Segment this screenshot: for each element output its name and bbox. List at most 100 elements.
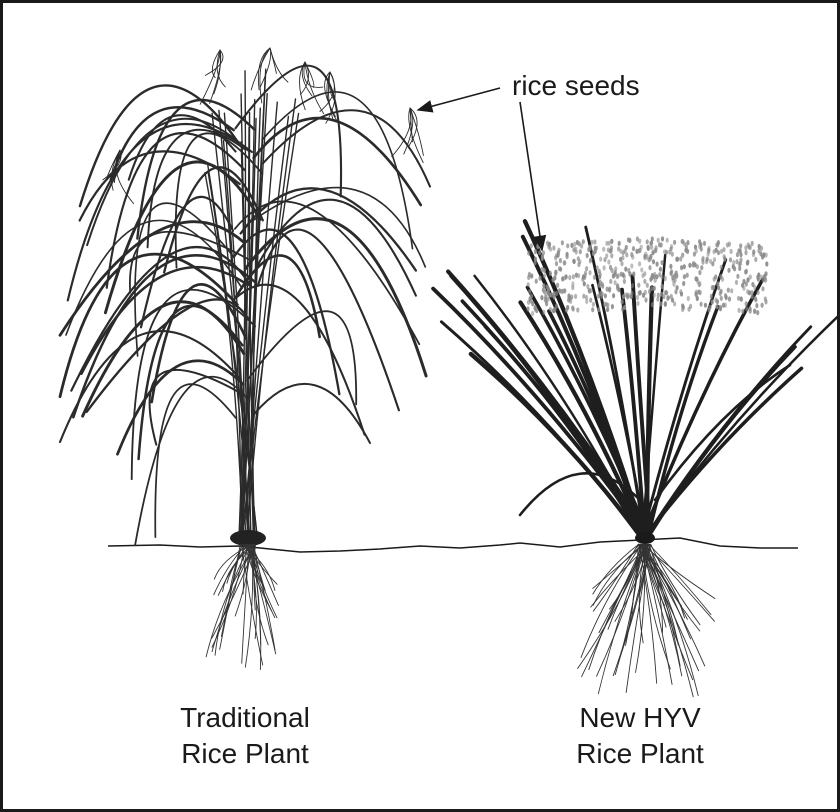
rice-grain — [529, 296, 532, 301]
rice-grain — [606, 307, 609, 312]
rice-grain — [549, 307, 552, 312]
rice-grain — [594, 246, 597, 251]
rice-grain — [664, 276, 667, 281]
rice-grain — [574, 247, 577, 252]
rice-grain — [683, 274, 686, 279]
rice-grain — [669, 264, 672, 269]
rice-grain — [698, 281, 701, 286]
rice-grain — [542, 250, 545, 255]
rice-grain — [736, 274, 739, 279]
rice-grain — [640, 267, 643, 272]
rice-grain — [617, 287, 620, 292]
rice-grain — [681, 239, 684, 244]
rice-grain — [610, 253, 613, 258]
rice-grain — [632, 246, 635, 251]
rice-grain — [622, 294, 625, 299]
rice-grain — [698, 270, 701, 275]
rice-grain — [659, 267, 662, 272]
rice-grain — [576, 240, 579, 245]
rice-grain — [599, 257, 602, 262]
rice-grain — [552, 245, 555, 250]
rice-grain — [736, 252, 739, 257]
hyv-plant-caption: New HYV Rice Plant — [540, 700, 740, 772]
rice-grain — [720, 249, 723, 254]
leaf — [60, 331, 239, 442]
rice-grain — [601, 282, 604, 287]
rice-grain — [558, 266, 561, 271]
rice-grain — [663, 249, 666, 254]
panicle — [217, 50, 225, 87]
panicle — [270, 48, 288, 82]
panicle — [200, 50, 220, 104]
rice-grain — [631, 283, 634, 288]
rice-grain — [670, 294, 673, 299]
rice-grain — [720, 265, 723, 270]
rice-grain — [593, 275, 596, 280]
rice-grain — [695, 290, 698, 295]
rice-grain — [591, 240, 594, 245]
rice-grain — [621, 299, 624, 304]
rice-grain — [597, 307, 600, 312]
rice-grain — [692, 261, 695, 266]
rice-grain — [555, 261, 558, 266]
rice-grain — [576, 307, 579, 312]
rice-grain — [635, 249, 638, 254]
rice-grain — [760, 246, 763, 251]
rice-grain — [709, 259, 712, 264]
rice-grain — [648, 265, 651, 270]
rice-grain — [588, 289, 591, 294]
rice-grain — [650, 275, 653, 280]
rice-grain — [748, 290, 751, 295]
rice-grain — [714, 274, 717, 279]
rice-grain — [708, 305, 711, 310]
rice-grain — [679, 289, 682, 294]
rice-grain — [643, 279, 646, 284]
rice-grain — [660, 292, 663, 297]
rice-grain — [603, 257, 606, 262]
rice-grain — [604, 293, 607, 298]
rice-grain — [527, 282, 530, 287]
rice-grain — [589, 298, 592, 303]
rice-grain — [556, 283, 559, 288]
rice-grain — [717, 285, 720, 290]
rice-grain — [687, 307, 690, 312]
rice-grain — [579, 249, 582, 254]
rice-grain — [716, 242, 719, 247]
rice-grain — [646, 239, 649, 244]
rice-grain — [538, 250, 541, 255]
rice-grain — [673, 240, 676, 245]
rice-grain — [729, 257, 732, 262]
rice-grain — [643, 254, 646, 259]
rice-grain — [754, 257, 757, 262]
rice-grain — [566, 243, 569, 248]
rice-grain — [650, 286, 653, 291]
rice-grain — [699, 242, 702, 247]
rice-grain — [568, 275, 571, 280]
traditional-rice-roots — [206, 544, 279, 670]
rice-grain — [575, 273, 578, 278]
rice-grain — [572, 274, 575, 279]
rice-grain — [538, 276, 541, 281]
rice-grain — [642, 293, 645, 298]
rice-grain — [681, 303, 684, 308]
rice-grain — [612, 273, 615, 278]
rice-grain — [647, 246, 650, 251]
rice-grain — [573, 259, 576, 264]
rice-grain — [649, 256, 652, 261]
rice-grain — [638, 291, 641, 296]
rice-grain — [719, 274, 722, 279]
rice-grain — [765, 252, 768, 257]
rice-grain — [566, 254, 569, 259]
arrow-to-traditional-seeds — [418, 88, 500, 110]
rice-grain — [726, 242, 729, 247]
rice-grain — [753, 308, 756, 313]
rice-grain — [701, 257, 704, 262]
rice-grain — [733, 266, 736, 271]
rice-grain — [591, 307, 594, 312]
rice-grain — [559, 258, 562, 263]
rice-grain — [534, 260, 537, 265]
rice-grain — [609, 279, 612, 284]
rice-grain — [544, 297, 547, 302]
rice-grain — [569, 299, 572, 304]
